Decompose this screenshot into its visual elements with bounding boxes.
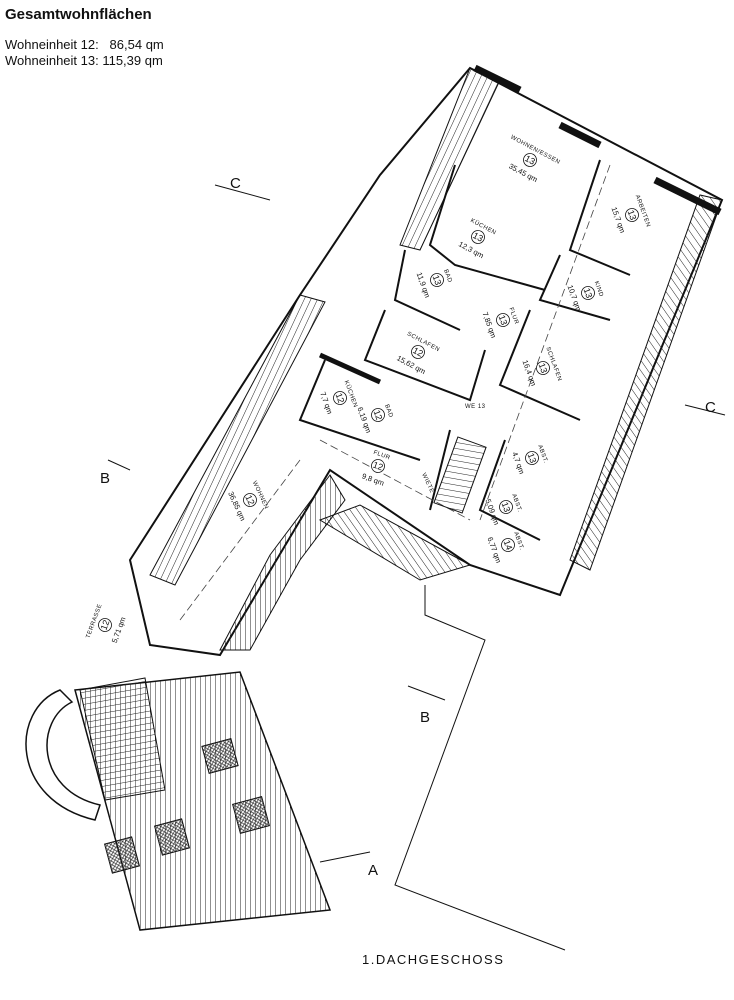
room-name: BAD bbox=[383, 404, 393, 419]
room-unit-number: 13 bbox=[582, 287, 595, 300]
room-area: 5,71 qm bbox=[110, 616, 128, 645]
unit-circle bbox=[536, 361, 550, 375]
axis-lines bbox=[179, 164, 611, 621]
interior-walls bbox=[298, 159, 631, 541]
building-outline bbox=[128, 64, 724, 657]
room-unit-number: 12 bbox=[372, 409, 385, 422]
room-unit-number: 12 bbox=[411, 345, 425, 359]
unit-circle bbox=[496, 313, 510, 327]
room-name: BAD bbox=[442, 269, 452, 284]
unit-circle bbox=[371, 408, 385, 422]
unit-circle bbox=[525, 451, 539, 465]
unit-circle bbox=[625, 208, 639, 222]
staircase bbox=[433, 436, 487, 514]
page-title: Gesamtwohnflächen bbox=[5, 6, 152, 23]
room-unit-number: 13 bbox=[523, 153, 537, 167]
room-unit-number: 13 bbox=[537, 362, 550, 375]
unit-circle bbox=[523, 153, 537, 167]
round-bay bbox=[25, 689, 101, 821]
plan-header: Gesamtwohnflächen Wohneinheit 12: 86,54 … bbox=[5, 6, 164, 69]
room-name: KIND bbox=[593, 281, 604, 299]
room-unit-number: 13 bbox=[500, 501, 513, 514]
unit-area-line: Wohneinheit 13: 115,39 qm bbox=[5, 53, 163, 68]
room-unit-number: 13 bbox=[431, 274, 444, 287]
unit-area-line: Wohneinheit 12: 86,54 qm bbox=[5, 37, 164, 52]
room-unit-number: 13 bbox=[526, 452, 539, 465]
room-name: FLUR bbox=[372, 450, 391, 462]
section-marker-c-right: C bbox=[684, 399, 726, 416]
room-unit-number: 12 bbox=[99, 619, 112, 632]
unit-circle bbox=[333, 391, 347, 405]
room-unit-number: 12 bbox=[372, 460, 385, 473]
unit-circle bbox=[430, 273, 444, 287]
section-letter: C bbox=[230, 175, 241, 192]
section-marker-b-right: B bbox=[407, 685, 446, 726]
unit-circle bbox=[471, 230, 485, 244]
room-unit-number: 12 bbox=[334, 392, 347, 405]
room-unit-number: 12 bbox=[243, 493, 256, 506]
unit-circle bbox=[499, 500, 513, 514]
room-unit-number: 13 bbox=[471, 230, 485, 244]
room-unit-number: 14 bbox=[502, 539, 515, 552]
room-name: FLUR bbox=[507, 307, 519, 326]
we13-label: WE 13 bbox=[465, 404, 486, 410]
section-letter: B bbox=[420, 709, 430, 726]
lower-roof-wing bbox=[74, 671, 332, 931]
section-marker-b-left: B bbox=[100, 459, 131, 487]
section-marker-a: A bbox=[319, 851, 378, 879]
section-marker-c-left: C bbox=[214, 175, 271, 201]
room-unit-number: 13 bbox=[626, 209, 639, 222]
unit-circle bbox=[411, 345, 425, 359]
annex-outline bbox=[394, 585, 566, 951]
unit-circle bbox=[581, 286, 595, 300]
floor-label: 1.DACHGESCHOSS bbox=[362, 952, 505, 967]
section-letter: B bbox=[100, 470, 110, 487]
unit-circle bbox=[243, 493, 257, 507]
section-letter: C bbox=[705, 399, 716, 416]
section-letter: A bbox=[368, 862, 378, 879]
room-unit-number: 13 bbox=[497, 314, 510, 327]
unit-circle bbox=[501, 538, 515, 552]
unit-circle bbox=[98, 618, 112, 632]
unit-circle bbox=[371, 459, 385, 473]
